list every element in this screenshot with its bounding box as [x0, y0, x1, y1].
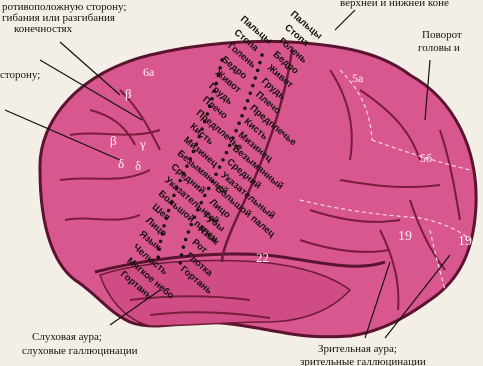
label-beta-2: β [110, 133, 117, 148]
area-5b: 5б [420, 151, 432, 165]
caption-visual-2: зрительные галлюцинации [300, 356, 426, 366]
label-delta-1: δ [118, 156, 124, 171]
label-beta-1: β [125, 86, 132, 101]
label-delta-2: δ [135, 158, 141, 173]
label-gamma: γ [139, 136, 146, 151]
caption-visual-1: Зрительная аура; [318, 343, 397, 355]
caption-auditory-2: слуховые галлюцинации [22, 345, 138, 357]
area-19-a: 19 [398, 229, 412, 244]
area-22: 22 [256, 250, 269, 265]
caption-left-side: сторону; [0, 69, 40, 81]
area-6a: 6а [143, 65, 155, 79]
area-19-b: 19 [458, 234, 472, 249]
area-5a: 5а [352, 71, 364, 85]
caption-auditory-1: Слуховая аура; [32, 331, 102, 343]
caption-top-right: верхней и нижней коне [340, 0, 449, 9]
caption-top-left-3: конечностях [14, 23, 73, 35]
caption-turn-1: Поворот [422, 29, 462, 41]
caption-turn-2: головы и [418, 42, 460, 54]
